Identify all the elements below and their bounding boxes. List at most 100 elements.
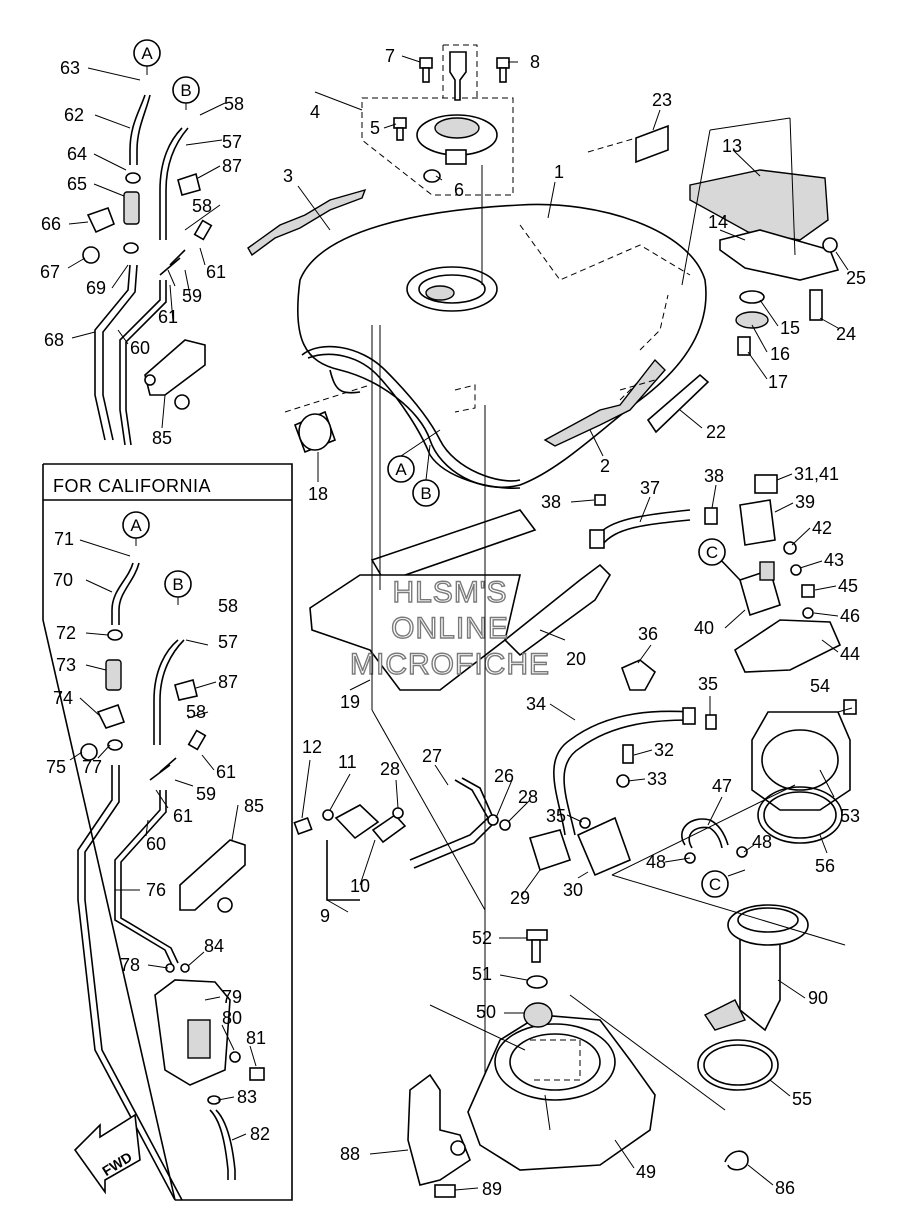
part-label-52: 52	[472, 928, 492, 948]
part-label-12: 12	[302, 737, 322, 757]
part-label-5: 5	[370, 118, 380, 138]
part-label-16: 16	[770, 344, 790, 364]
callout-c-valve: C	[706, 543, 718, 562]
part-label-55: 55	[792, 1089, 812, 1109]
caution-label-23	[635, 124, 669, 164]
part-label-58c: 58	[218, 596, 238, 616]
part-label-85a: 85	[152, 428, 172, 448]
part-label-90: 90	[808, 988, 828, 1008]
part-label-20: 20	[566, 649, 586, 669]
part-label-79: 79	[222, 987, 242, 1007]
watermark-line-2: ONLINE	[391, 612, 509, 645]
part-label-1: 1	[554, 162, 564, 182]
part-label-83: 83	[237, 1087, 257, 1107]
part-label-87a: 87	[222, 156, 242, 176]
part-label-19: 19	[340, 692, 360, 712]
part-label-43: 43	[824, 550, 844, 570]
part-label-33: 33	[647, 769, 667, 789]
part-label-71: 71	[54, 529, 74, 549]
grommet-18	[284, 384, 371, 454]
part-label-75: 75	[46, 757, 66, 777]
callout-b-tank: B	[420, 484, 431, 503]
callout-a-tank: A	[395, 460, 407, 479]
fuel-cap-assembly	[361, 44, 514, 285]
part-label-53: 53	[840, 806, 860, 826]
part-label-7: 7	[385, 46, 395, 66]
fuel-tank	[296, 203, 707, 490]
callout-b-box: B	[172, 575, 183, 594]
part-label-8: 8	[530, 52, 540, 72]
part-label-9: 9	[320, 906, 330, 926]
part-label-60b: 60	[146, 834, 166, 854]
tank-strip-22	[646, 373, 710, 434]
part-label-46: 46	[840, 606, 860, 626]
part-label-58a: 58	[224, 94, 244, 114]
part-label-6: 6	[454, 180, 464, 200]
part-number-labels: 1 2 3 4 5 6 7 8 9 10 11 12 13 14 15 16 1…	[40, 46, 866, 1199]
part-label-36: 36	[638, 624, 658, 644]
part-label-24: 24	[836, 324, 856, 344]
part-label-61b: 61	[158, 307, 178, 327]
watermark-line-3: MICROFICHE	[350, 648, 550, 681]
part-label-11: 11	[338, 752, 357, 772]
part-label-3: 3	[283, 166, 293, 186]
part-label-60a: 60	[130, 338, 150, 358]
part-label-45: 45	[838, 576, 858, 596]
part-label-88: 88	[340, 1144, 360, 1164]
part-label-26: 26	[494, 766, 514, 786]
part-label-84: 84	[204, 936, 224, 956]
part-label-48a: 48	[646, 852, 666, 872]
part-label-2: 2	[600, 456, 610, 476]
part-label-78: 78	[120, 955, 140, 975]
reference-callouts: A B A B A B C C	[122, 39, 746, 898]
part-label-87b: 87	[218, 672, 238, 692]
california-box: FOR CALIFORNIA	[42, 463, 293, 1201]
part-label-28a: 28	[380, 759, 400, 779]
callout-a-box: A	[130, 516, 142, 535]
part-label-66: 66	[41, 214, 61, 234]
part-label-4: 4	[310, 102, 320, 122]
part-label-61a: 61	[206, 262, 226, 282]
part-label-22: 22	[706, 422, 726, 442]
part-label-17: 17	[768, 372, 788, 392]
part-label-14: 14	[708, 212, 728, 232]
part-label-89: 89	[482, 1179, 502, 1199]
fuel-pump-assembly	[611, 699, 857, 1091]
part-label-61d: 61	[173, 806, 193, 826]
part-label-38b: 38	[704, 466, 724, 486]
callout-a-top: A	[141, 44, 153, 63]
part-label-25: 25	[846, 268, 866, 288]
part-label-62: 62	[64, 105, 84, 125]
vacuum-valve-assembly	[589, 474, 842, 673]
part-label-56: 56	[815, 856, 835, 876]
part-label-28b: 28	[518, 787, 538, 807]
leader-lines	[67, 55, 853, 1191]
part-label-58d: 58	[186, 702, 206, 722]
part-label-29: 29	[510, 888, 530, 908]
california-box-title: FOR CALIFORNIA	[53, 476, 211, 496]
part-label-64: 64	[67, 144, 87, 164]
fuel-pump-bracket	[407, 929, 749, 1198]
part-label-74: 74	[53, 688, 73, 708]
part-label-63: 63	[60, 58, 80, 78]
part-label-67: 67	[40, 262, 60, 282]
part-label-80: 80	[222, 1008, 242, 1028]
part-label-39: 39	[795, 492, 815, 512]
part-label-65: 65	[67, 174, 87, 194]
tank-pads	[309, 509, 612, 691]
part-label-77: 77	[82, 757, 102, 777]
hose-assembly-top	[82, 94, 213, 446]
part-label-15: 15	[780, 318, 800, 338]
part-label-57a: 57	[222, 132, 242, 152]
part-label-35b: 35	[546, 806, 566, 826]
part-label-32: 32	[654, 740, 674, 760]
part-label-57b: 57	[218, 632, 238, 652]
forward-arrow: FWD	[73, 1113, 141, 1195]
part-label-81: 81	[246, 1028, 266, 1048]
callout-c-pump: C	[709, 875, 721, 894]
part-label-18: 18	[308, 484, 328, 504]
part-label-49: 49	[636, 1162, 656, 1182]
part-label-31-41: 31,41	[794, 464, 839, 484]
part-label-44: 44	[840, 644, 860, 664]
